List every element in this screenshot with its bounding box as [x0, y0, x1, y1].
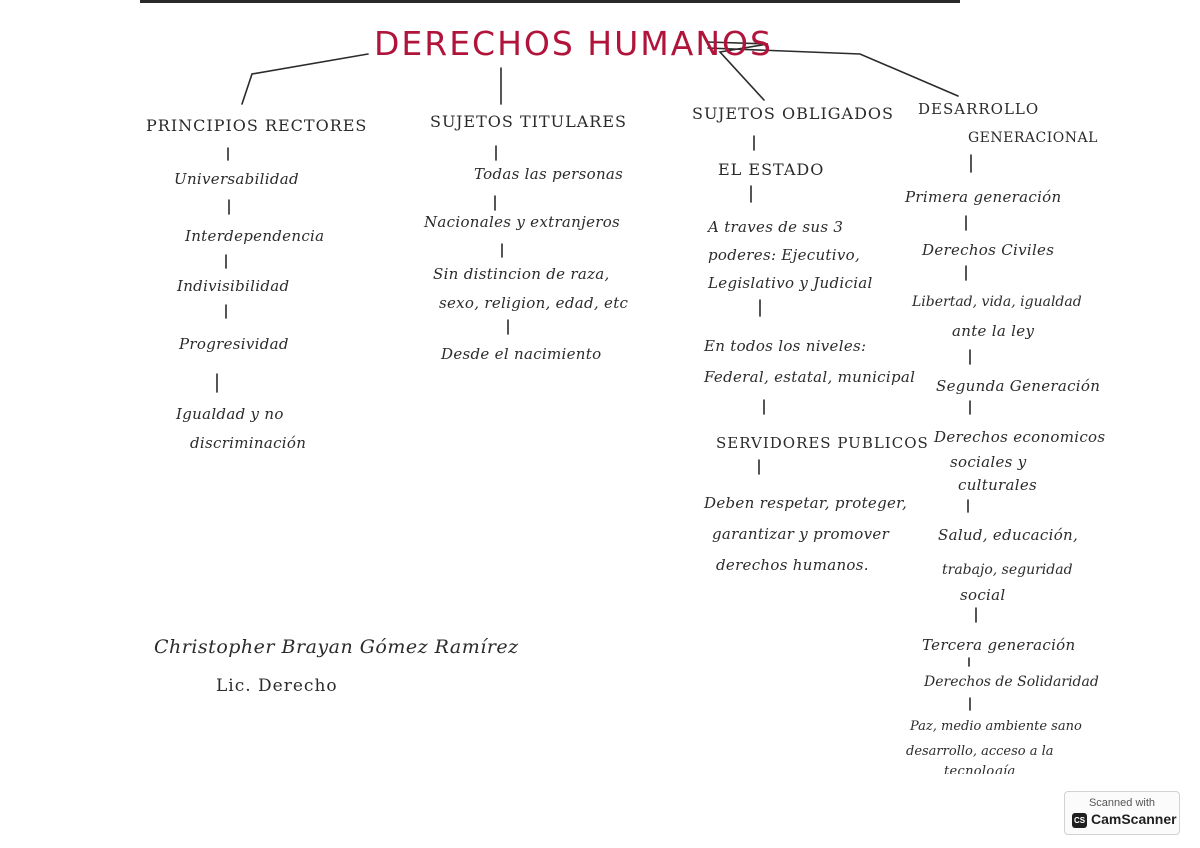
node-salud-line3: social — [960, 586, 1006, 604]
node-segunda-generacion: Segunda Generación — [936, 377, 1101, 395]
node-paz-line3-clip: tecnología — [940, 760, 1060, 774]
node-sin-distincion-line2: sexo, religion, edad, etc — [439, 294, 629, 312]
node-deben-line3: derechos humanos. — [716, 556, 869, 574]
heading-sujetos-titulares: SUJETOS TITULARES — [430, 112, 627, 131]
heading-sujetos-obligados: SUJETOS OBLIGADOS — [692, 104, 895, 123]
node-derechos-solidaridad: Derechos de Solidaridad — [924, 674, 1099, 690]
node-universabilidad: Universabilidad — [174, 170, 299, 188]
node-derechos-economicos-line3: culturales — [958, 476, 1038, 494]
node-derechos-civiles: Derechos Civiles — [922, 241, 1055, 259]
node-niveles-line1: En todos los niveles: — [704, 337, 867, 355]
author-degree: Lic. Derecho — [216, 676, 338, 696]
branch-desarrollo — [707, 47, 959, 97]
branch-principios — [241, 53, 369, 105]
node-tercera-generacion: Tercera generación — [922, 636, 1076, 654]
camscanner-badge: Scanned with CS CamScanner — [1064, 791, 1180, 835]
node-servidores-publicos: SERVIDORES PUBLICOS — [716, 434, 929, 452]
node-progresividad: Progresividad — [179, 335, 289, 353]
node-derechos-economicos-line2: sociales y — [950, 453, 1027, 471]
node-derechos-economicos-line1: Derechos economicos — [934, 428, 1106, 446]
heading-desarrollo-line1: DESARROLLO — [918, 100, 1040, 118]
camscanner-logo-icon: CS — [1072, 813, 1087, 828]
node-salud-line2: trabajo, seguridad — [942, 562, 1073, 578]
node-igualdad-line2: discriminación — [190, 434, 307, 452]
map-title: DERECHOS HUMANOS — [374, 24, 773, 63]
badge-app-name: CamScanner — [1091, 811, 1177, 827]
branch-obligados — [707, 41, 769, 101]
node-poderes-line3: Legislativo y Judicial — [708, 274, 873, 292]
node-primera-generacion: Primera generación — [905, 188, 1062, 206]
badge-scanned-with: Scanned with — [1088, 797, 1156, 809]
node-deben-line1: Deben respetar, proteger, — [704, 494, 908, 512]
node-paz-line3: tecnología — [944, 764, 1016, 774]
node-sin-distincion-line1: Sin distincion de raza, — [433, 265, 610, 283]
node-paz-line1: Paz, medio ambiente sano — [910, 719, 1082, 734]
scan-edge-shadow — [140, 0, 960, 3]
node-interdependencia: Interdependencia — [185, 227, 325, 245]
node-niveles-line2: Federal, estatal, municipal — [704, 368, 916, 386]
node-libertad-line1: Libertad, vida, igualdad — [912, 294, 1082, 310]
node-todas-las-personas: Todas las personas — [474, 165, 624, 183]
node-deben-line2: garantizar y promover — [712, 525, 890, 543]
node-poderes-line1: A traves de sus 3 — [708, 218, 844, 236]
heading-principios-rectores: PRINCIPIOS RECTORES — [146, 116, 368, 135]
node-igualdad-line1: Igualdad y no — [176, 405, 284, 423]
node-paz-line2: desarrollo, acceso a la — [906, 744, 1054, 759]
node-desde-nacimiento: Desde el nacimiento — [441, 345, 602, 363]
heading-desarrollo-line2: GENERACIONAL — [968, 130, 1098, 146]
node-poderes-line2: poderes: Ejecutivo, — [708, 246, 861, 264]
node-salud-line1: Salud, educación, — [938, 526, 1079, 544]
node-indivisibilidad: Indivisibilidad — [177, 277, 290, 295]
node-el-estado: EL ESTADO — [718, 160, 825, 179]
node-nacionales-extranjeros: Nacionales y extranjeros — [424, 213, 621, 231]
node-libertad-line2: ante la ley — [952, 322, 1035, 340]
author-name: Christopher Brayan Gómez Ramírez — [154, 636, 519, 658]
